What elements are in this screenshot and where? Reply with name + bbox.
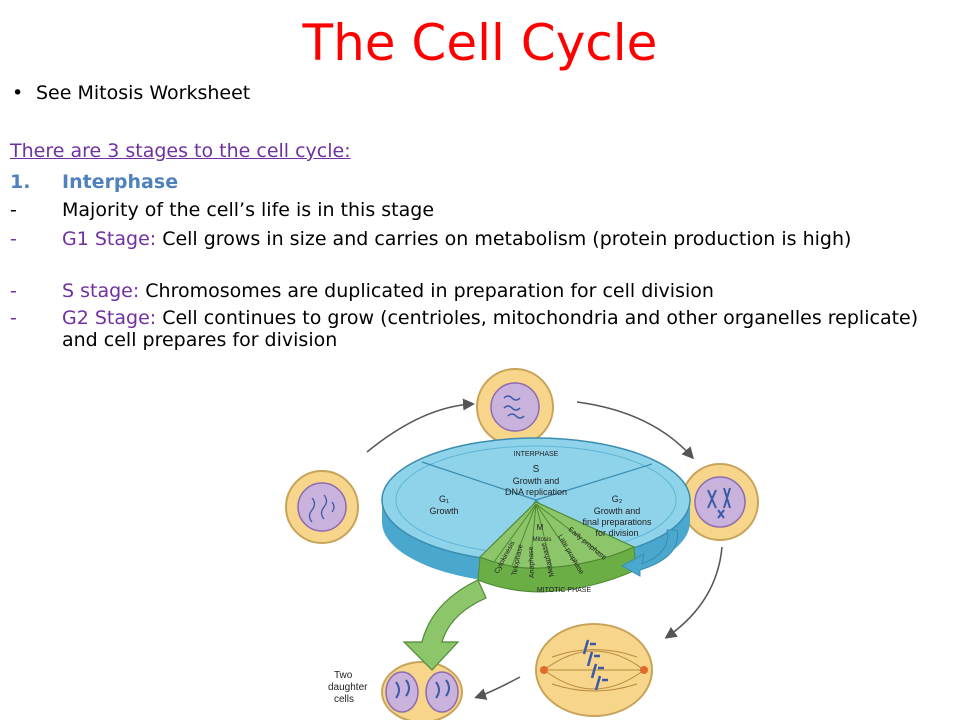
cycle-arrow xyxy=(664,546,723,639)
daughter-label-3: cells xyxy=(334,694,354,705)
bullet-dot: • xyxy=(12,82,24,104)
mitosis-label: Mitosis xyxy=(533,537,552,543)
list-marker: - xyxy=(10,280,17,302)
daughter-label-1: Two xyxy=(334,670,353,681)
list-item-s: - S stage: Chromosomes are duplicated in… xyxy=(10,280,958,302)
g2-title: G₂ xyxy=(612,494,623,504)
disk-divider xyxy=(421,461,653,561)
bullet-item: • See Mitosis Worksheet xyxy=(12,82,250,104)
list-item-g1: - G1 Stage: Cell grows in size and carri… xyxy=(10,228,958,250)
phase-label-anaphase: Anaphase xyxy=(528,546,536,578)
daughter-cells xyxy=(381,661,463,720)
list-label: Interphase xyxy=(62,171,179,193)
cell-g1-phase xyxy=(285,470,359,544)
mitotic-phase-label: MITOTIC PHASE xyxy=(537,587,592,594)
cell-s-phase xyxy=(476,368,554,446)
g2-line1: Growth and xyxy=(594,506,641,516)
list-text: Cell continues to grow (centrioles, mito… xyxy=(62,307,919,351)
section-heading: There are 3 stages to the cell cycle: xyxy=(10,140,351,162)
g1-title: G₁ xyxy=(439,494,449,504)
list-item-majority: - Majority of the cell’s life is in this… xyxy=(10,199,958,221)
list-marker: 1. xyxy=(10,171,31,193)
bullet-text: See Mitosis Worksheet xyxy=(36,82,251,104)
list-label: S stage: xyxy=(62,280,140,302)
g2-arrow xyxy=(620,529,679,577)
cell-g2-phase xyxy=(681,463,759,541)
cycle-arrow xyxy=(366,398,475,453)
page-title: The Cell Cycle xyxy=(302,14,658,72)
g2-line3: for division xyxy=(595,528,638,538)
cycle-arrow xyxy=(576,401,694,460)
list-label: G2 Stage: xyxy=(62,307,157,329)
list-marker: - xyxy=(10,307,17,329)
list-marker: - xyxy=(10,228,17,250)
s-line1: Growth and xyxy=(513,476,560,486)
daughter-label-2: daughter xyxy=(328,682,368,693)
list-item-interphase: 1. Interphase xyxy=(10,171,958,193)
s-title: S xyxy=(533,464,540,475)
list-label: G1 Stage: xyxy=(62,228,157,250)
interphase-label: INTERPHASE xyxy=(514,451,559,458)
cycle-arrow xyxy=(474,676,521,700)
list-text: Chromosomes are duplicated in preparatio… xyxy=(139,280,714,302)
m-label: M xyxy=(537,523,544,532)
cytokinesis-arrow xyxy=(402,579,487,671)
cell-metaphase xyxy=(535,623,653,717)
list-text: Majority of the cell’s life is in this s… xyxy=(62,199,435,221)
g1-sub: Growth xyxy=(429,506,458,516)
cell-cycle-diagram: Two daughter cells INTERPHASE S Growth a… xyxy=(285,368,759,720)
g2-line2: final preparations xyxy=(582,517,652,527)
list-text: Cell grows in size and carries on metabo… xyxy=(156,228,852,250)
list-item-g2: - G2 Stage: Cell continues to grow (cent… xyxy=(10,307,958,351)
list-marker: - xyxy=(10,199,17,221)
s-line2: DNA replication xyxy=(505,487,567,497)
